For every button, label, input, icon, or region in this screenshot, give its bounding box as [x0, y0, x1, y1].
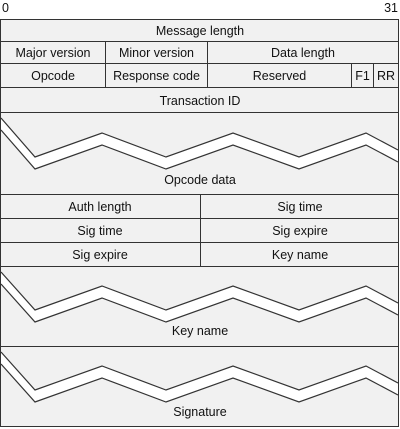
sig-time-field-b	[0, 218, 201, 243]
sig-time-label-b: Sig time	[77, 224, 122, 238]
auth-length-field	[0, 194, 201, 219]
sig-expire-field-a	[200, 218, 399, 243]
response-code-label: Response code	[113, 69, 200, 83]
data-length-label: Data length	[271, 46, 335, 60]
key-name-break-line-top	[0, 271, 399, 311]
ruler-end-label: 31	[384, 1, 398, 15]
key-name-break-line-bottom	[0, 283, 399, 323]
key-name-break-gap	[1, 272, 398, 322]
sig-expire-label-b: Sig expire	[72, 248, 128, 262]
sig-time-label-a: Sig time	[277, 200, 322, 214]
minor-version-label: Minor version	[119, 46, 194, 60]
key-name-label-a: Key name	[272, 248, 328, 262]
opcode-data-break-line-bottom	[0, 129, 399, 170]
opcode-data-label: Opcode data	[164, 173, 236, 187]
key-name-label-b: Key name	[172, 324, 228, 338]
signature-label: Signature	[173, 405, 227, 419]
response-code-field	[105, 63, 208, 88]
auth-length-label: Auth length	[68, 200, 131, 214]
key-name-field-a	[200, 242, 399, 267]
rr-label: RR	[377, 69, 395, 83]
message-length-label: Message length	[156, 24, 244, 38]
ruler-start-label: 0	[2, 1, 9, 15]
opcode-data-break-gap	[1, 118, 398, 169]
transaction-id-label: Transaction ID	[160, 94, 241, 108]
opcode-label: Opcode	[31, 69, 75, 83]
rr-field	[373, 63, 399, 88]
opcode-field	[0, 63, 106, 88]
signature-break-line-top	[0, 351, 399, 391]
sig-expire-field-b	[0, 242, 201, 267]
reserved-label: Reserved	[253, 69, 307, 83]
signature-break-line-bottom	[0, 363, 399, 403]
opcode-data-break-line-top	[0, 117, 399, 158]
signature-break-gap	[1, 352, 398, 402]
sig-expire-label-a: Sig expire	[272, 224, 328, 238]
major-version-label: Major version	[15, 46, 90, 60]
f1-label: F1	[355, 69, 370, 83]
